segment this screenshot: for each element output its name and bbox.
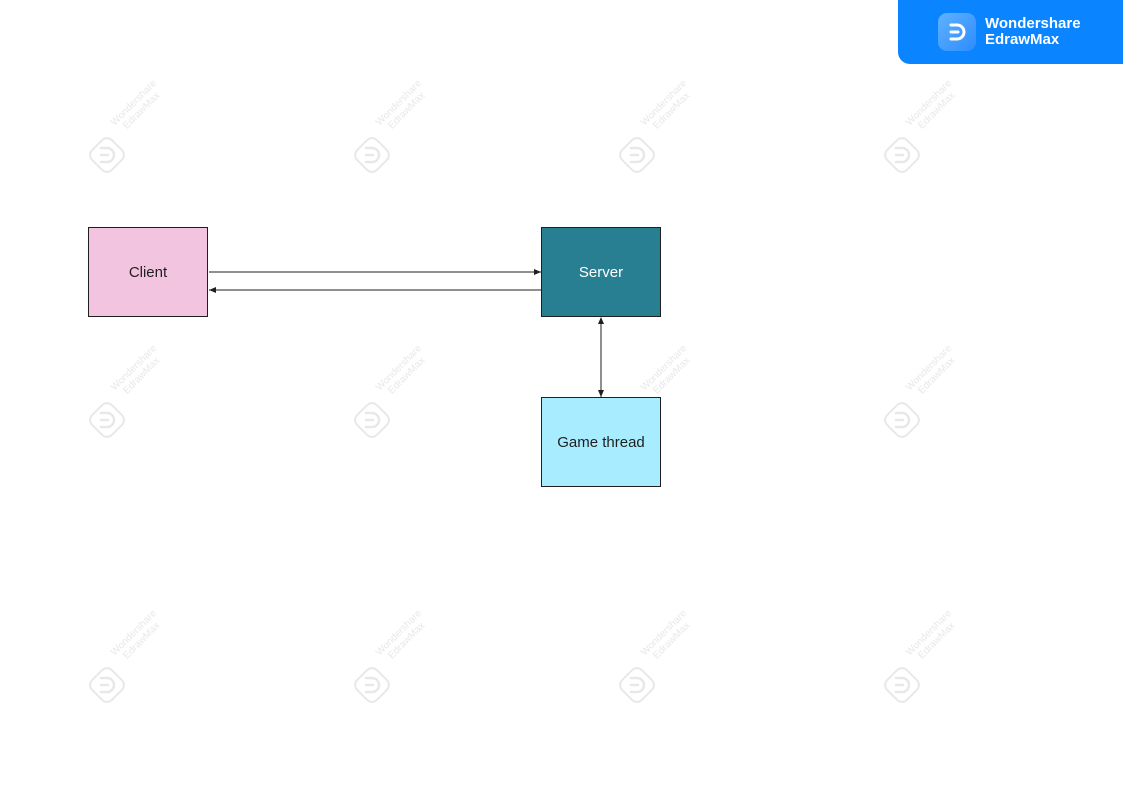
brand-badge[interactable]: Wondershare EdrawMax [898,0,1123,64]
brand-line-1: Wondershare [985,15,1081,32]
node-game-thread-label: Game thread [557,433,645,451]
node-server[interactable]: Server [541,227,661,317]
brand-line-2: EdrawMax [985,31,1060,48]
node-server-label: Server [578,263,624,281]
brand-name: Wondershare EdrawMax [985,16,1081,48]
node-client[interactable]: Client [88,227,208,317]
node-client-label: Client [128,263,168,281]
edrawmax-logo-icon [938,13,976,51]
node-game-thread[interactable]: Game thread [541,397,661,487]
